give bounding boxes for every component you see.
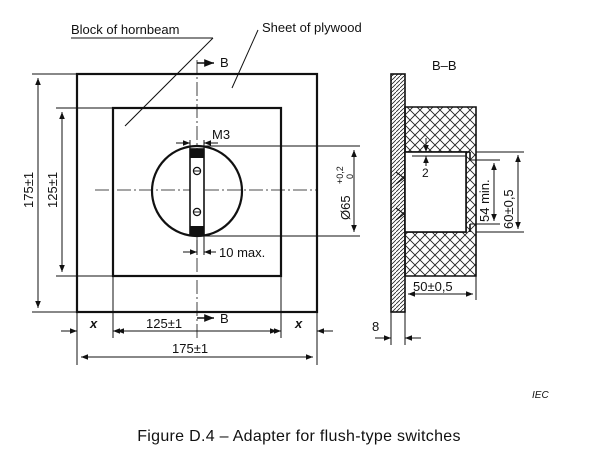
section-marker-bottom: B [220, 311, 229, 326]
inner-height-label: 125±1 [45, 172, 60, 208]
mounting-strip-bottom-end [190, 226, 204, 235]
section-view: B–B 2 54 min. 60±0,5 50±0,5 [372, 58, 524, 345]
section-cavity [404, 151, 467, 233]
front-view: M3 10 max. Ø65 +0,2 0 175±1 125±1 [21, 20, 362, 365]
cavity-depth-label: 50±0,5 [413, 279, 453, 294]
section-marker-top: B [220, 55, 229, 70]
max-depth-label: 10 max. [219, 245, 265, 260]
plywood-notch-upper [395, 171, 405, 185]
offset-left-label: x [89, 316, 98, 331]
section-plywood-sheet [390, 73, 406, 313]
min-height-label: 54 min. [477, 179, 492, 222]
block-of-hornbeam-label: Block of hornbeam [71, 22, 179, 37]
outer-width-label: 175±1 [172, 341, 208, 356]
block-of-hornbeam-leader [124, 37, 214, 127]
offset-right-label: x [294, 316, 303, 331]
sheet-of-plywood-leader [231, 29, 259, 89]
diameter-tolerance-upper: +0,2 [335, 166, 345, 184]
diameter-label-group: Ø65 +0,2 0 [335, 166, 355, 220]
iec-mark: IEC [532, 390, 549, 401]
mounting-strip-top-end [190, 149, 204, 158]
outer-height-label: 175±1 [21, 172, 36, 208]
sheet-of-plywood-label: Sheet of plywood [262, 20, 362, 35]
sheet-thickness-label: 8 [372, 319, 379, 334]
diameter-label: Ø65 [338, 195, 353, 220]
cavity-height-label: 60±0,5 [501, 189, 516, 229]
section-label: B–B [432, 58, 457, 73]
gap-label: 2 [422, 166, 429, 180]
plywood-notch-lower [395, 207, 405, 221]
diameter-tolerance-lower: 0 [345, 174, 355, 179]
m3-label: M3 [212, 127, 230, 142]
figure-caption: Figure D.4 – Adapter for flush-type swit… [137, 428, 461, 445]
inner-width-label: 125±1 [146, 316, 182, 331]
mounting-strip [189, 148, 205, 236]
